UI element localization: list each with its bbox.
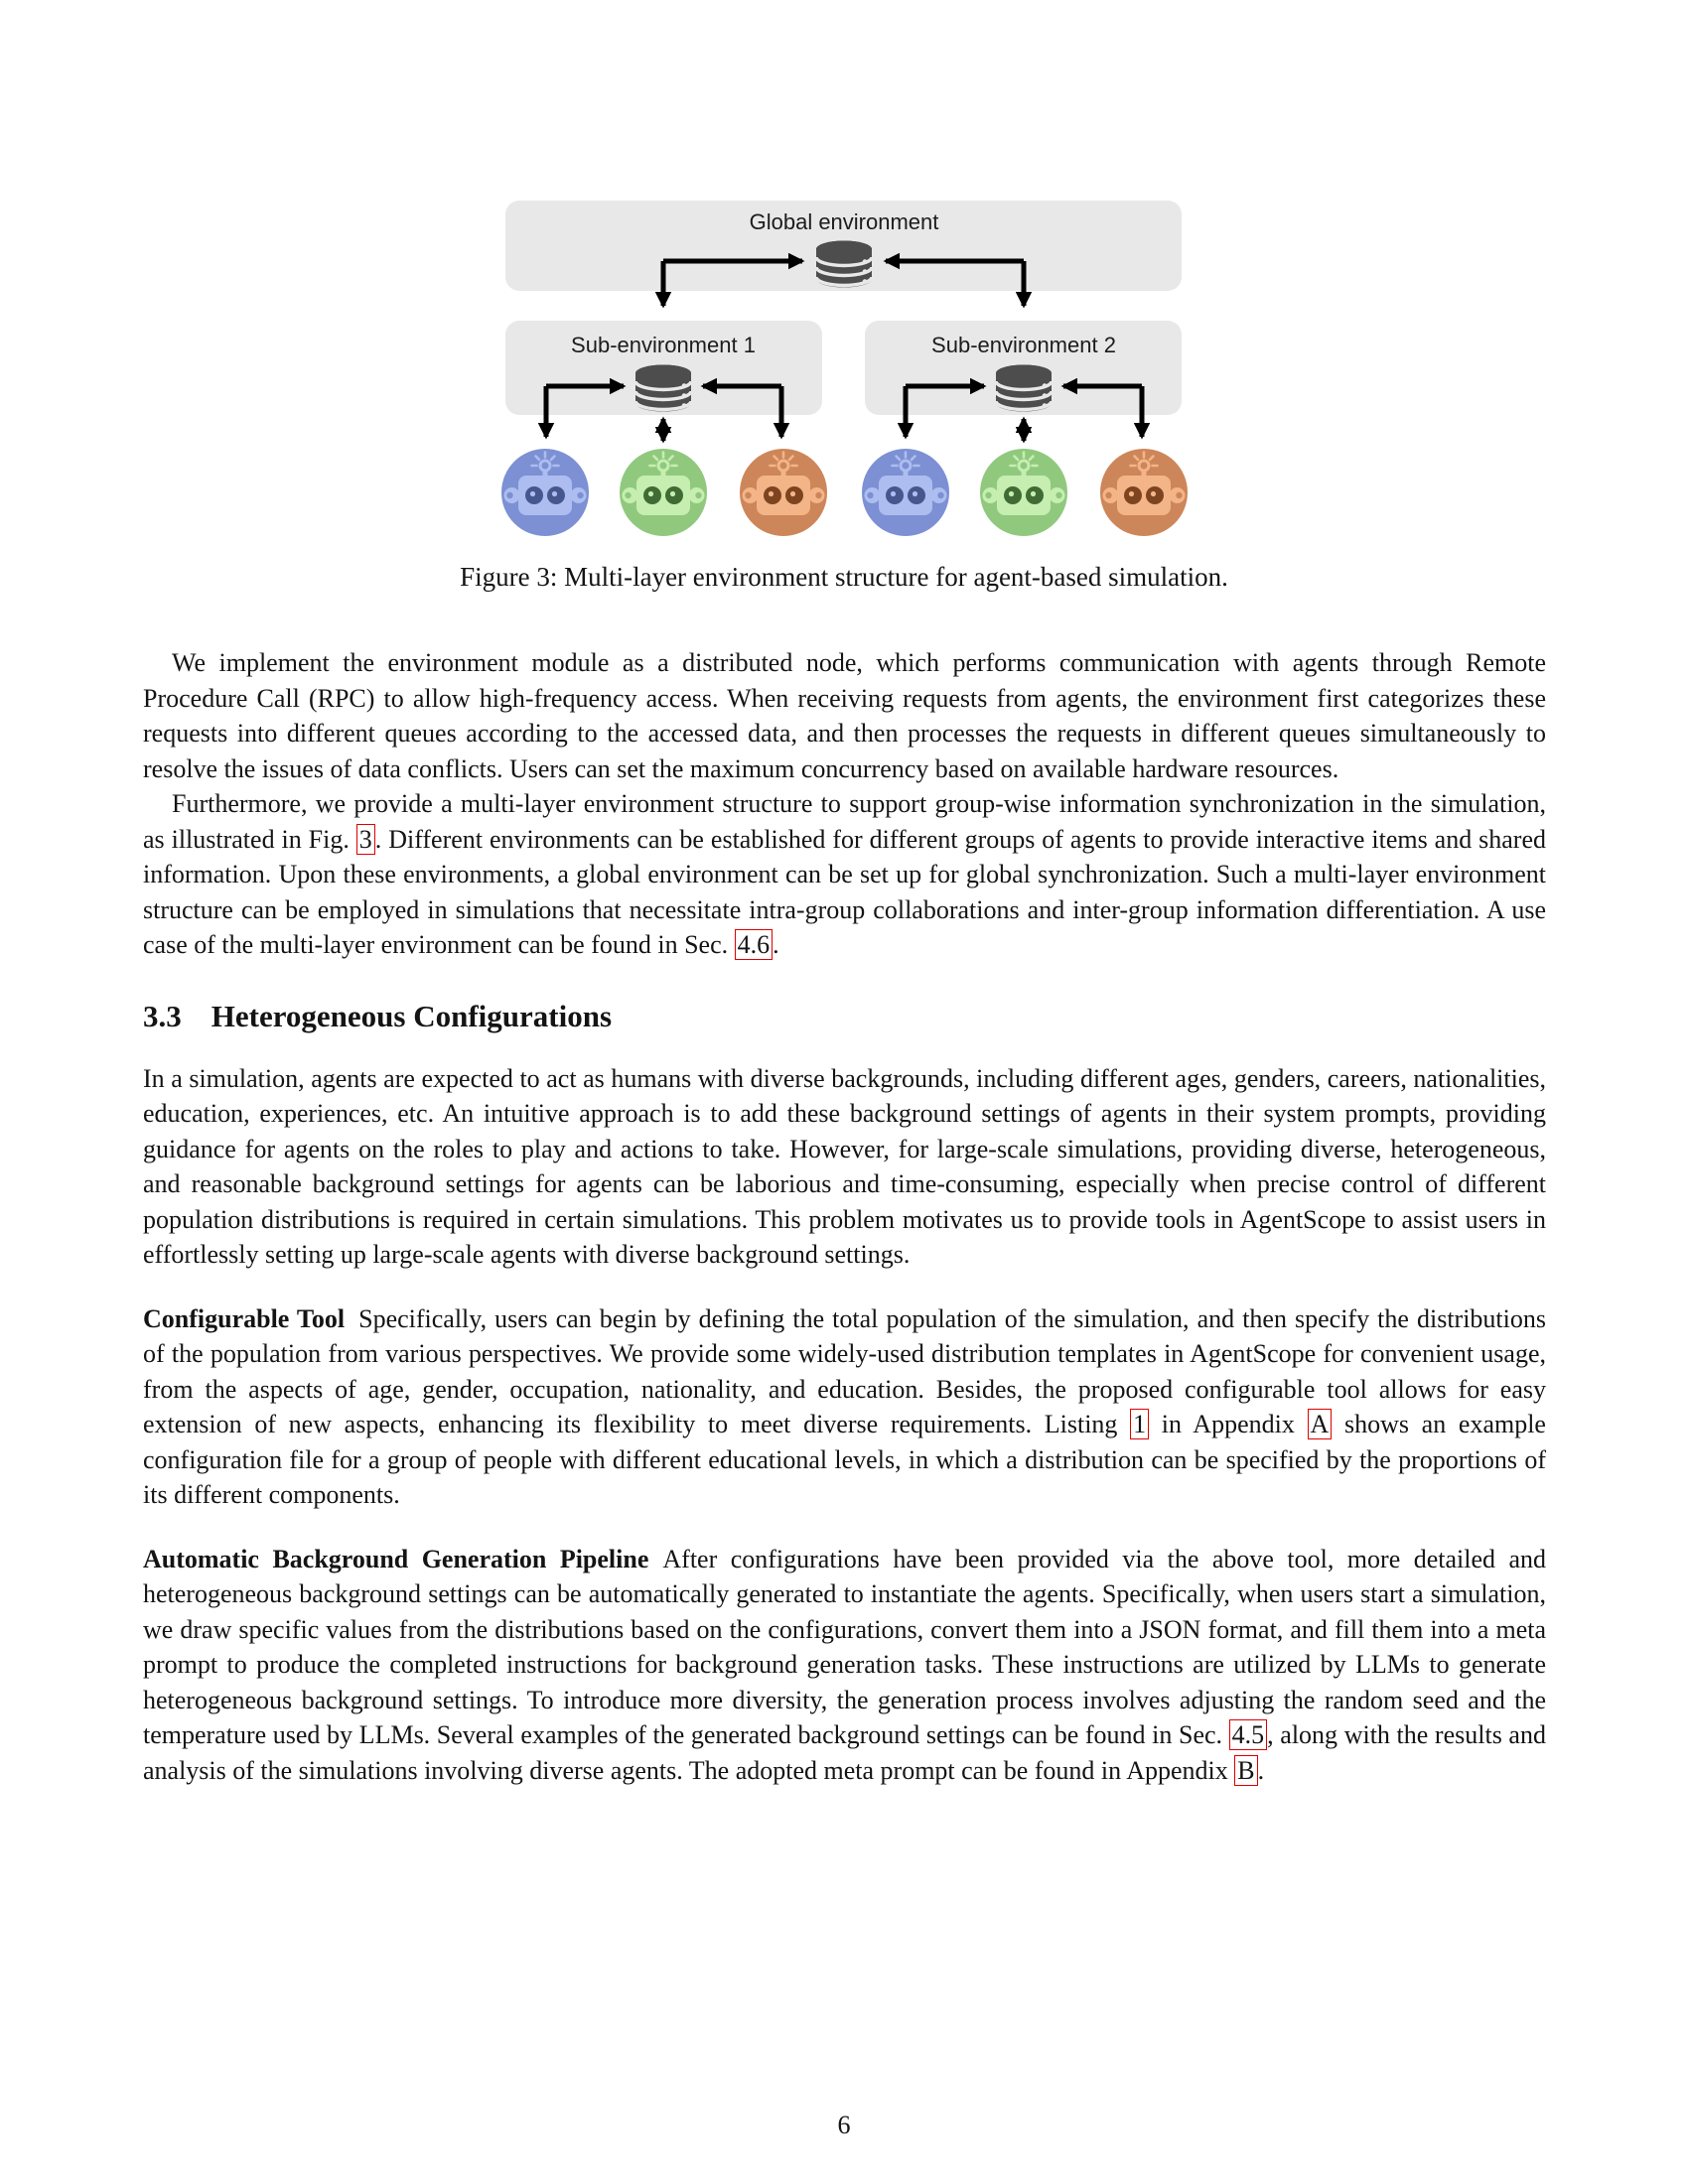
- figure-caption: Figure 3: Multi-layer environment struct…: [460, 562, 1228, 592]
- paragraph-text: We implement the environment module as a…: [143, 648, 1546, 783]
- arrows-sub2: [897, 377, 1151, 444]
- paragraph-environment-module: We implement the environment module as a…: [143, 645, 1546, 786]
- database-icon-sub2: [994, 362, 1054, 414]
- database-icon-global: [814, 238, 874, 290]
- paragraph-text: shows an example configuration file for …: [143, 1410, 1546, 1509]
- appendix-a-link[interactable]: A: [1307, 1409, 1333, 1439]
- database-icon-sub1: [633, 362, 693, 414]
- figure-3-link[interactable]: 3: [355, 823, 375, 855]
- listing-1-link[interactable]: 1: [1130, 1409, 1150, 1439]
- appendix-b-link[interactable]: B: [1234, 1754, 1258, 1786]
- paragraph-text: in Appendix: [1149, 1410, 1308, 1438]
- paragraph-text: In a simulation, agents are expected to …: [143, 1063, 1546, 1270]
- paragraph-background-pipeline: Automatic Background Generation Pipeline…: [143, 1542, 1546, 1789]
- paragraph-text: .: [1257, 1755, 1265, 1785]
- agent-orange-2: [1100, 449, 1188, 536]
- global-environment-label: Global environment: [750, 209, 939, 234]
- arrows-sub1: [537, 377, 790, 444]
- agent-green-2: [980, 449, 1067, 536]
- paragraph-text: , along with the results and analysis of…: [143, 1720, 1546, 1785]
- page-number: 6: [837, 2111, 851, 2139]
- section-4-5-link[interactable]: 4.5: [1228, 1719, 1268, 1750]
- agent-orange-1: [740, 449, 827, 536]
- agent-green-1: [620, 449, 707, 536]
- sub-environment-1-label: Sub-environment 1: [571, 333, 756, 357]
- section-title: Heterogeneous Configurations: [211, 998, 613, 1033]
- section-heading: 3.3 Heterogeneous Configurations: [143, 999, 1546, 1034]
- agent-blue-2: [862, 449, 949, 536]
- paragraph-text: .: [773, 930, 779, 959]
- figure-diagram: Global environment Sub-environment 1 Sub…: [501, 201, 1188, 536]
- paragraph-text: After configurations have been provided …: [143, 1544, 1547, 1750]
- agent-blue-1: [501, 449, 589, 536]
- sub-environment-2-label: Sub-environment 2: [931, 333, 1116, 357]
- paragraph-heterogeneous-intro: In a simulation, agents are expected to …: [143, 1061, 1546, 1273]
- section-number: 3.3: [143, 998, 182, 1033]
- paragraph-text: Specifically, users can begin by definin…: [143, 1303, 1546, 1439]
- paragraph-multilayer: Furthermore, we provide a multi-layer en…: [143, 786, 1546, 963]
- body-text: We implement the environment module as a…: [143, 645, 1546, 1788]
- runin-background-pipeline: Automatic Background Generation Pipeline: [143, 1544, 649, 1573]
- paragraph-text: Furthermore, we provide a multi-layer en…: [143, 789, 1546, 854]
- runin-configurable-tool: Configurable Tool: [143, 1303, 346, 1333]
- section-4-6-link[interactable]: 4.6: [734, 929, 774, 960]
- paragraph-text: . Different environments can be establis…: [143, 824, 1546, 960]
- arrows-global: [654, 252, 1033, 309]
